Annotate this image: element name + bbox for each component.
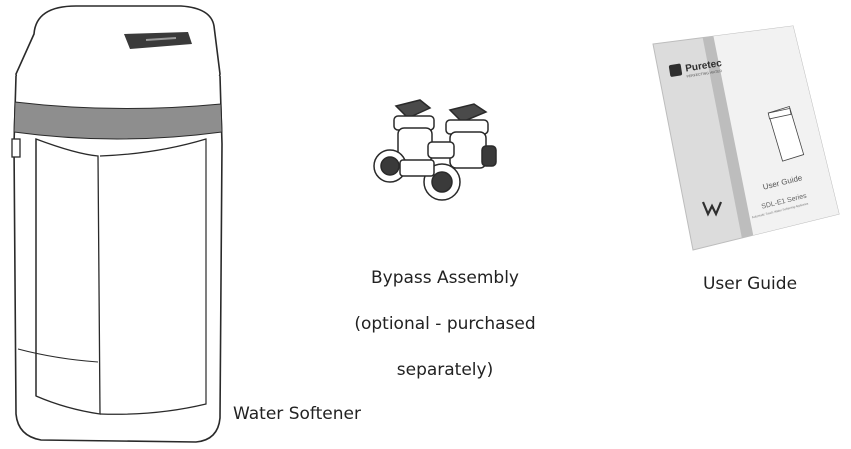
softener-caption: Water Softener bbox=[233, 404, 361, 424]
water-softener-illustration bbox=[6, 4, 231, 444]
bypass-caption-line-1: Bypass Assembly bbox=[371, 268, 519, 288]
bypass-caption: Bypass Assembly (optional - purchased se… bbox=[345, 244, 545, 405]
user-guide-booklet: Puretec PERFECTING WATER User Guide SDL-… bbox=[645, 24, 845, 254]
guide-tagline: PERFECTING WATER bbox=[686, 69, 722, 79]
guide-caption: User Guide bbox=[702, 274, 798, 294]
bypass-assembly-illustration bbox=[368, 98, 503, 208]
bypass-caption-line-3: separately) bbox=[396, 360, 494, 380]
bypass-caption-line-2: (optional - purchased bbox=[354, 314, 536, 334]
